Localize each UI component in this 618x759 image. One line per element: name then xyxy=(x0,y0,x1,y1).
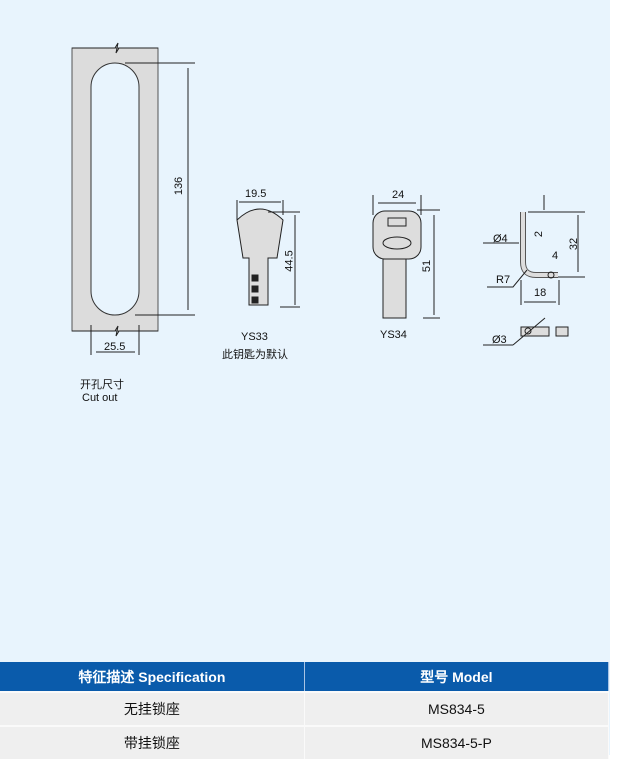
spec-cell: 带挂锁座 xyxy=(0,725,305,759)
cutout-label-en: Cut out xyxy=(82,392,118,404)
ys34-name: YS34 xyxy=(380,329,407,341)
spec-cell: 无挂锁座 xyxy=(0,691,305,726)
ys33-name: YS33 xyxy=(241,331,268,343)
cutout-drawing xyxy=(71,42,195,355)
shackle-dia: Ø4 xyxy=(493,233,508,245)
ys33-note: 此钥匙为默认 xyxy=(222,349,288,361)
key-ys34-drawing xyxy=(372,195,440,319)
ys34-width-dim: 24 xyxy=(392,189,405,201)
key-ys33-drawing xyxy=(236,200,300,308)
ys33-height-dim: 44.5 xyxy=(283,250,296,272)
model-cell: MS834-5 xyxy=(304,691,610,726)
shackle-drawing xyxy=(483,195,585,346)
technical-drawing xyxy=(71,42,585,355)
pin-dia: Ø3 xyxy=(492,334,507,346)
header-specification: 特征描述 Specification xyxy=(0,662,305,692)
cutout-label-cn: 开孔尺寸 xyxy=(80,379,124,391)
ys34-height-dim: 51 xyxy=(421,259,434,273)
shackle-height-dim: 32 xyxy=(568,237,581,251)
shackle-hole-dim: 4 xyxy=(552,250,559,262)
cutout-width-dim: 25.5 xyxy=(104,341,126,353)
shackle-top-dim: 2 xyxy=(533,230,546,238)
cutout-height-dim: 136 xyxy=(173,176,186,196)
model-cell: MS834-5-P xyxy=(304,725,610,759)
header-model: 型号 Model xyxy=(304,662,610,692)
shackle-width-dim: 18 xyxy=(534,287,547,299)
shackle-radius: R7 xyxy=(496,274,511,286)
ys33-width-dim: 19.5 xyxy=(245,188,267,200)
